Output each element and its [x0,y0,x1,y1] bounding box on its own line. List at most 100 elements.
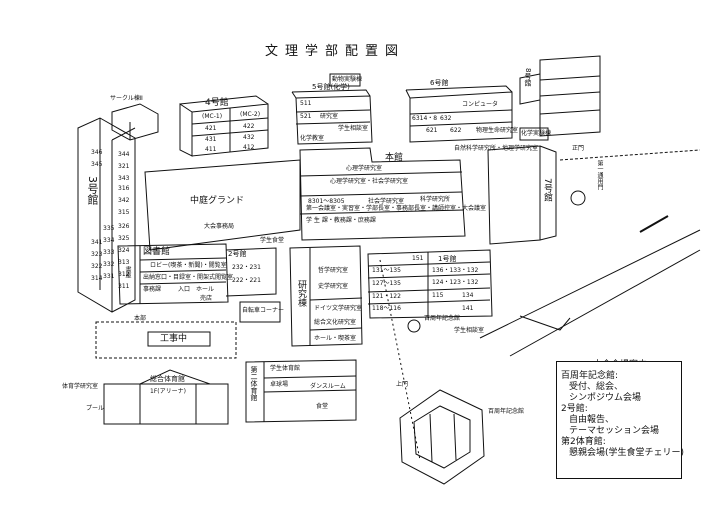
room-label: 345 [91,161,103,168]
animal-lab-label: 動物実験棟 [332,76,363,83]
legend-box: 百周年記念館: 受付、総会、 シンポジウム会場 2号館: 自由報告、 テーマセッ… [556,361,685,479]
room-label: 344 [118,151,130,158]
annotation-label: 大会事務局 [204,223,235,230]
room-label: 412 [243,144,255,151]
room-label: 511 [300,100,312,107]
ground-label: 中庭グランド [190,196,245,206]
room-label: 151 [412,255,424,262]
room-label: 心理学研究室・社会学研究室 [330,178,409,185]
building-8-shape [519,55,601,137]
legend-line: 自由報告、 [569,415,615,425]
centennial-label: 百周年記念館 [488,408,525,415]
room-label: 115 [432,292,444,299]
room-label: 421 [205,125,217,132]
circle-building-shape [111,103,159,141]
room-label: 334 [103,237,115,244]
legend-line: シンポジウム会場 [569,393,642,403]
room-label: 322 [91,263,103,270]
room-label: 332 [103,261,115,268]
room-label: 127～135 [372,280,401,287]
room-label: 343 [118,175,130,182]
room-label: 121・122 [372,293,401,300]
room-label: 売店 [200,295,213,302]
room-label: 出納窓口・目録室・開架式閲覧室 [143,274,234,281]
room-label: 315 [118,209,130,216]
room-label: 621 [426,127,438,134]
legend-line: 百周年記念館: [561,371,619,381]
room-label: 314 [91,275,103,282]
room-label: ドイツ文学研究室 [314,305,363,312]
room-label: 6314・8 [412,115,438,122]
room-label: ホール [196,286,215,293]
building-2-label: 2号館 [228,250,247,258]
room-label: 325 [118,235,130,242]
room-label: 物理生命研究室 [476,127,519,134]
room-label: 8301～8305 [308,198,345,205]
building-7-shape [487,145,557,245]
legend-line: 受付、総会、 [569,382,624,392]
ground-shape [144,159,301,251]
annotation-label: 本部 [134,315,147,322]
room-label: 社会学研究室 [368,198,405,205]
annotation-label: 学生食堂 [260,237,285,244]
building-2-shape [117,243,277,305]
annotation-label: 百周年記念館 [424,315,461,322]
building-5-label: 5号館(化学) [312,83,350,91]
library-label: 図書館 [143,247,171,257]
gym-2-label: 第二体育館 [250,366,258,401]
room-label: 422 [243,123,255,130]
legend-line: 懇親会場(学生食堂チェリー) [569,448,685,458]
room-label: 341 [91,239,103,246]
annotation-label: 卓球場 [270,381,289,388]
building-6-shape [405,85,513,143]
building-8-label: 8号館 [524,68,532,87]
legend-line: 2号館: [561,404,588,414]
room-label: 313 [118,259,130,266]
room-label: 342 [118,197,130,204]
legend-line: 第2体育館: [561,437,606,447]
chem-exp-label: 化学実験棟 [521,130,552,137]
room-label: 史学研究室 [318,283,349,290]
total-gym-label: 総合体育館 [150,375,185,383]
room-label: 研究室 [320,113,339,120]
room-label: 431 [205,136,217,143]
annotation-label: 学生体育館 [270,365,301,372]
room-label: 316 [118,185,130,192]
room-label: ホール・喫茶室 [314,335,357,342]
annotation-label: 学生相談室 [454,327,485,334]
room-label: 136・133・132 [432,267,479,274]
room-label: 学 生 課・教務課・庶務課 [306,217,376,224]
room-label: 331 [103,273,115,280]
annotation-label: 体育学研究室 [62,383,99,390]
total-gym-sub-label: 1F(アリーナ) [150,388,186,395]
room-label: ロビー(喫茶・新聞)・閲覧室 [150,262,227,269]
room-label: 411 [205,146,217,153]
room-label: 第一会議室・実習室・学部長室・事務部長室・講師控室・大会議室 [306,205,487,212]
annotation-label: ダンスルーム [310,383,346,390]
room-label: 222・221 [232,277,261,284]
building-1-label: 1号館 [438,255,457,263]
room-label: 131～135 [372,267,401,274]
building-4-shape [179,95,269,157]
room-label: 事務課 [143,286,162,293]
room-label: 312 [118,271,130,278]
gym-2-shape [245,359,357,423]
construction-shape [95,321,237,359]
room-label: コンピュータ [462,101,499,108]
building-7-label: 7号館 [542,178,552,202]
room-label: 118～116 [372,305,401,312]
map-title: 文理学部配置図 [265,44,406,59]
building-4-label: 4号館 [205,98,229,108]
room-label: 化学教室 [300,135,325,142]
building-6-label: 6号館 [430,79,449,87]
bicycle-label: 自転車コーナー [242,307,285,314]
annotation-label: 自然科学研究所・地理学研究室 [454,145,539,152]
room-label: 632 [440,115,452,122]
room-label: 323 [91,251,103,258]
research-building-label: 研究棟 [296,280,306,307]
room-label: (MC-1) [202,113,223,120]
room-label: 心理学研究室 [346,165,383,172]
room-label: 346 [91,149,103,156]
building-3-label: 3号館 [86,176,99,205]
